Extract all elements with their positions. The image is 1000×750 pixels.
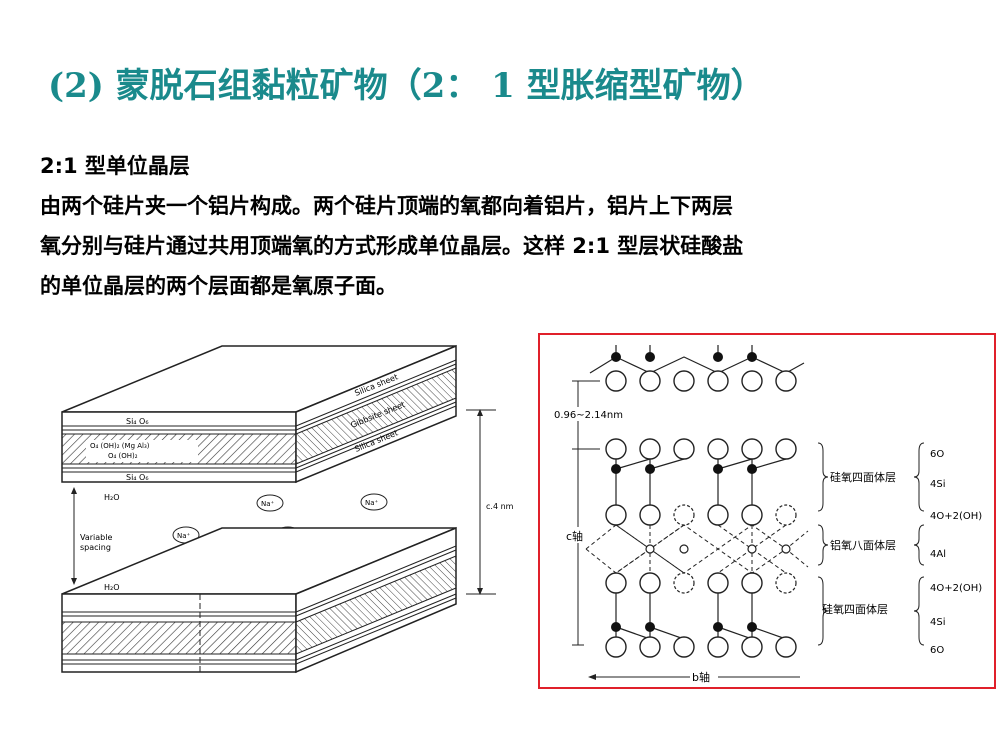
body-paragraph: 由两个硅片夹一个铝片构成。两个硅片顶端的氧都向着铝片，铝片上下两层 氧分别与硅片… (40, 186, 970, 306)
crystal-structure-svg: 0.96~2.14nm c轴 (552, 345, 982, 684)
tetra-bottom-label: 硅氧四面体层 (822, 602, 888, 616)
r-4al: 4Al (930, 549, 946, 560)
tetra-top-label: 硅氧四面体层 (830, 470, 896, 484)
h2o-top-label: H₂O (104, 493, 120, 502)
na-ion-label: Na⁺ (261, 500, 275, 508)
paragraph-line: 氧分别与硅片通过共用顶端氧的方式形成单位晶层。这样 2:1 型层状硅酸盐 (40, 234, 744, 258)
si4o6-top-label: Si₄ O₆ (126, 417, 149, 426)
r-4si-bottom: 4Si (930, 617, 946, 628)
b-axis-label: b轴 (692, 670, 710, 684)
na-ion-label: Na⁺ (365, 499, 379, 507)
si4o6-bottom-label: Si₄ O₆ (126, 473, 149, 482)
paragraph-line: 由两个硅片夹一个铝片构成。两个硅片顶端的氧都向着铝片，铝片上下两层 (40, 194, 733, 218)
r-4o2oh-top: 4O+2(OH) (930, 511, 982, 522)
dimension-label: c.4 nm (486, 502, 514, 511)
layer-block-diagram: Si₄ O₆ O₄ (OH)₂ (Mg Al₃) O₄ (OH)₂ Si₄ O₆… (56, 342, 526, 682)
h2o-bottom-label: H₂O (104, 583, 120, 592)
r-6o-bottom: 6O (930, 645, 944, 656)
o4oh2-label: O₄ (OH)₂ (Mg Al₃) (90, 442, 150, 450)
na-ion-label: Na⁺ (177, 532, 191, 540)
section-subtitle: 2:1 型单位晶层 (40, 154, 190, 178)
r-6o-top: 6O (930, 449, 944, 460)
na-ion (256, 494, 284, 512)
crystal-structure-diagram: 0.96~2.14nm c轴 (538, 333, 996, 689)
variable-label: Variable (80, 533, 112, 542)
c-axis-label: c轴 (566, 529, 583, 543)
paragraph-line: 的单位晶层的两个层面都是氧原子面。 (40, 274, 397, 298)
spacing-label: 0.96~2.14nm (554, 410, 623, 421)
r-4o2oh-bottom: 4O+2(OH) (930, 583, 982, 594)
page-title: (2) 蒙脱石组黏粒矿物（2： 1 型胀缩型矿物） (48, 66, 765, 106)
spacing-label: spacing (80, 543, 111, 552)
layer-block-svg: Si₄ O₆ O₄ (OH)₂ (Mg Al₃) O₄ (OH)₂ Si₄ O₆… (61, 344, 524, 674)
octa-label: 铝氧八面体层 (830, 538, 896, 552)
na-ion (360, 493, 388, 511)
gibbsite-side-band (295, 367, 457, 465)
r-4si-top: 4Si (930, 479, 946, 490)
o4oh2b-label: O₄ (OH)₂ (108, 452, 138, 460)
